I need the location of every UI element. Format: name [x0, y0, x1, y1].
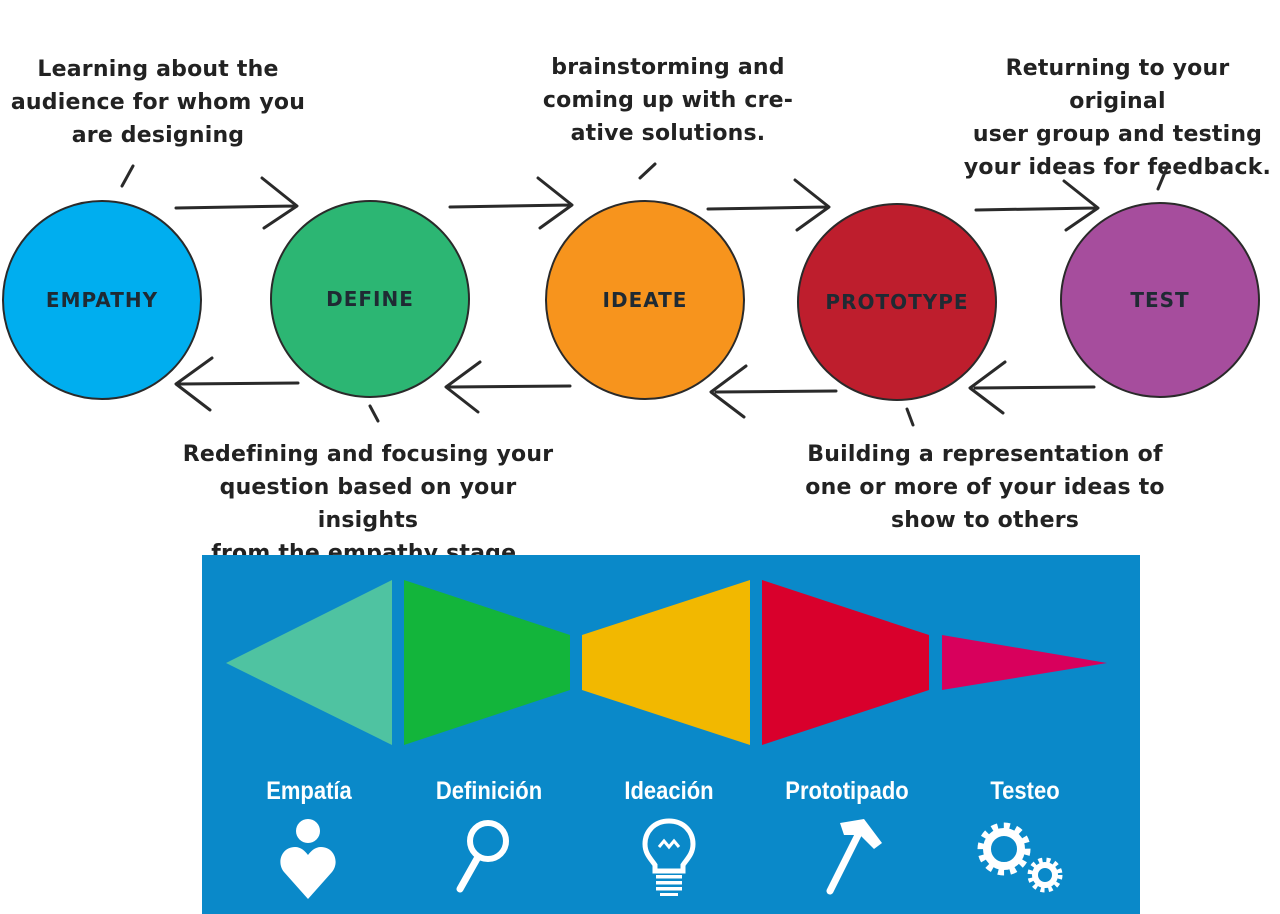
stage-empathy: EMPATHY [2, 200, 202, 400]
lightbulb-icon [642, 818, 696, 896]
caption-prototype: Building a representation of one or more… [805, 442, 1165, 533]
tick-ideate [638, 162, 657, 180]
gears-icon [977, 822, 1063, 893]
caption-test: Returning to your original user group an… [963, 56, 1272, 180]
arrow-ideate-define [444, 360, 572, 414]
shape-ideacion [582, 580, 750, 745]
label-empatia: Empatía [266, 777, 352, 805]
caption-empathy: Learning about the audience for whom you… [10, 57, 306, 148]
arrow-empathy-define [174, 176, 299, 230]
shape-prototipado [762, 580, 929, 745]
stage-define-label: DEFINE [326, 287, 414, 311]
flow-arrows [120, 162, 1170, 427]
stage-define: DEFINE [270, 200, 470, 398]
stage-prototype: PROTOTYPE [797, 203, 997, 401]
label-testeo: Testeo [990, 777, 1060, 805]
stage-test: TEST [1060, 202, 1260, 398]
magnifier-icon [456, 820, 509, 893]
spanish-design-thinking-panel: Empatía Definición Ideación Prototipado … [202, 555, 1140, 914]
funnel-shapes [226, 580, 1107, 745]
stage-ideate-label: IDEATE [602, 288, 688, 312]
label-ideacion: Ideación [624, 777, 714, 805]
arrow-define-ideate [448, 176, 574, 230]
stage-ideate: IDEATE [545, 200, 745, 400]
tick-empathy [120, 164, 135, 188]
hammer-icon [826, 819, 882, 895]
person-heart-icon [280, 819, 336, 899]
stage-test-label: TEST [1130, 288, 1190, 312]
shape-testeo [942, 635, 1107, 690]
label-definicion: Definición [435, 777, 543, 805]
arrow-ideate-prototype [706, 178, 831, 232]
tick-test [1156, 163, 1170, 191]
arrow-test-prototype [968, 360, 1096, 415]
tick-define [368, 404, 380, 423]
tick-prototype [905, 407, 915, 427]
arrow-define-empathy [174, 356, 300, 412]
caption-define: Redefining and focusing your question ba… [182, 442, 554, 566]
label-prototipado: Prototipado [785, 777, 909, 805]
stage-prototype-label: PROTOTYPE [825, 290, 969, 314]
stage-empathy-label: EMPATHY [45, 288, 159, 312]
arrow-prototype-ideate [709, 364, 838, 419]
arrow-prototype-test [974, 179, 1100, 232]
shape-definicion [404, 580, 570, 745]
shape-empatia [226, 580, 392, 745]
caption-ideate: brainstorming and coming up with cre- at… [542, 55, 794, 146]
